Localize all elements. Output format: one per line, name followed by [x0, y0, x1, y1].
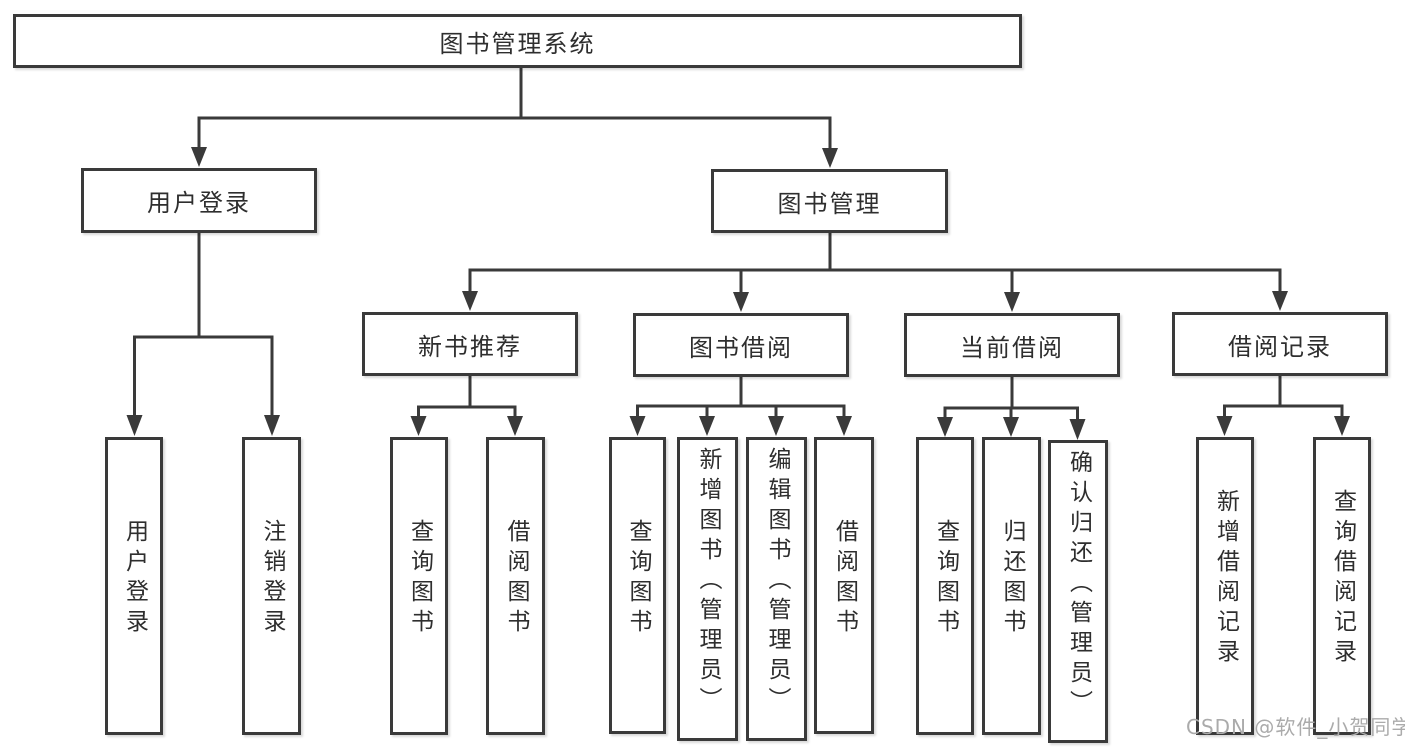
leaf-logout: 注销登录	[242, 437, 301, 735]
csdn-watermark: CSDN @软件_小贺同学	[1186, 715, 1405, 739]
node-book-management-branch: 图书管理	[711, 169, 948, 233]
leaf-query-books-current: 查询图书	[916, 437, 974, 735]
leaf-query-borrow-record: 查询借阅记录	[1313, 437, 1371, 735]
leaf-edit-book-admin: 编辑图书（管理员）	[746, 437, 807, 741]
node-book-borrowing: 图书借阅	[633, 313, 849, 377]
node-new-book-recommendation: 新书推荐	[362, 312, 578, 376]
leaf-query-books-borrowing: 查询图书	[609, 437, 666, 734]
leaf-add-book-admin: 新增图书（管理员）	[677, 437, 738, 741]
node-borrowing-records: 借阅记录	[1172, 312, 1388, 376]
leaf-return-books: 归还图书	[982, 437, 1041, 735]
leaf-user-login: 用户登录	[105, 437, 163, 735]
leaf-borrow-books-borrowing: 借阅图书	[814, 437, 874, 734]
node-current-borrowing: 当前借阅	[904, 313, 1120, 377]
node-library-system: 图书管理系统	[13, 14, 1022, 68]
leaf-confirm-return-admin: 确认归还（管理员）	[1048, 440, 1108, 743]
leaf-query-books-recommend: 查询图书	[390, 437, 448, 735]
leaf-borrow-books-recommend: 借阅图书	[486, 437, 545, 735]
node-user-login-branch: 用户登录	[81, 168, 317, 233]
leaf-add-borrow-record: 新增借阅记录	[1196, 437, 1254, 735]
